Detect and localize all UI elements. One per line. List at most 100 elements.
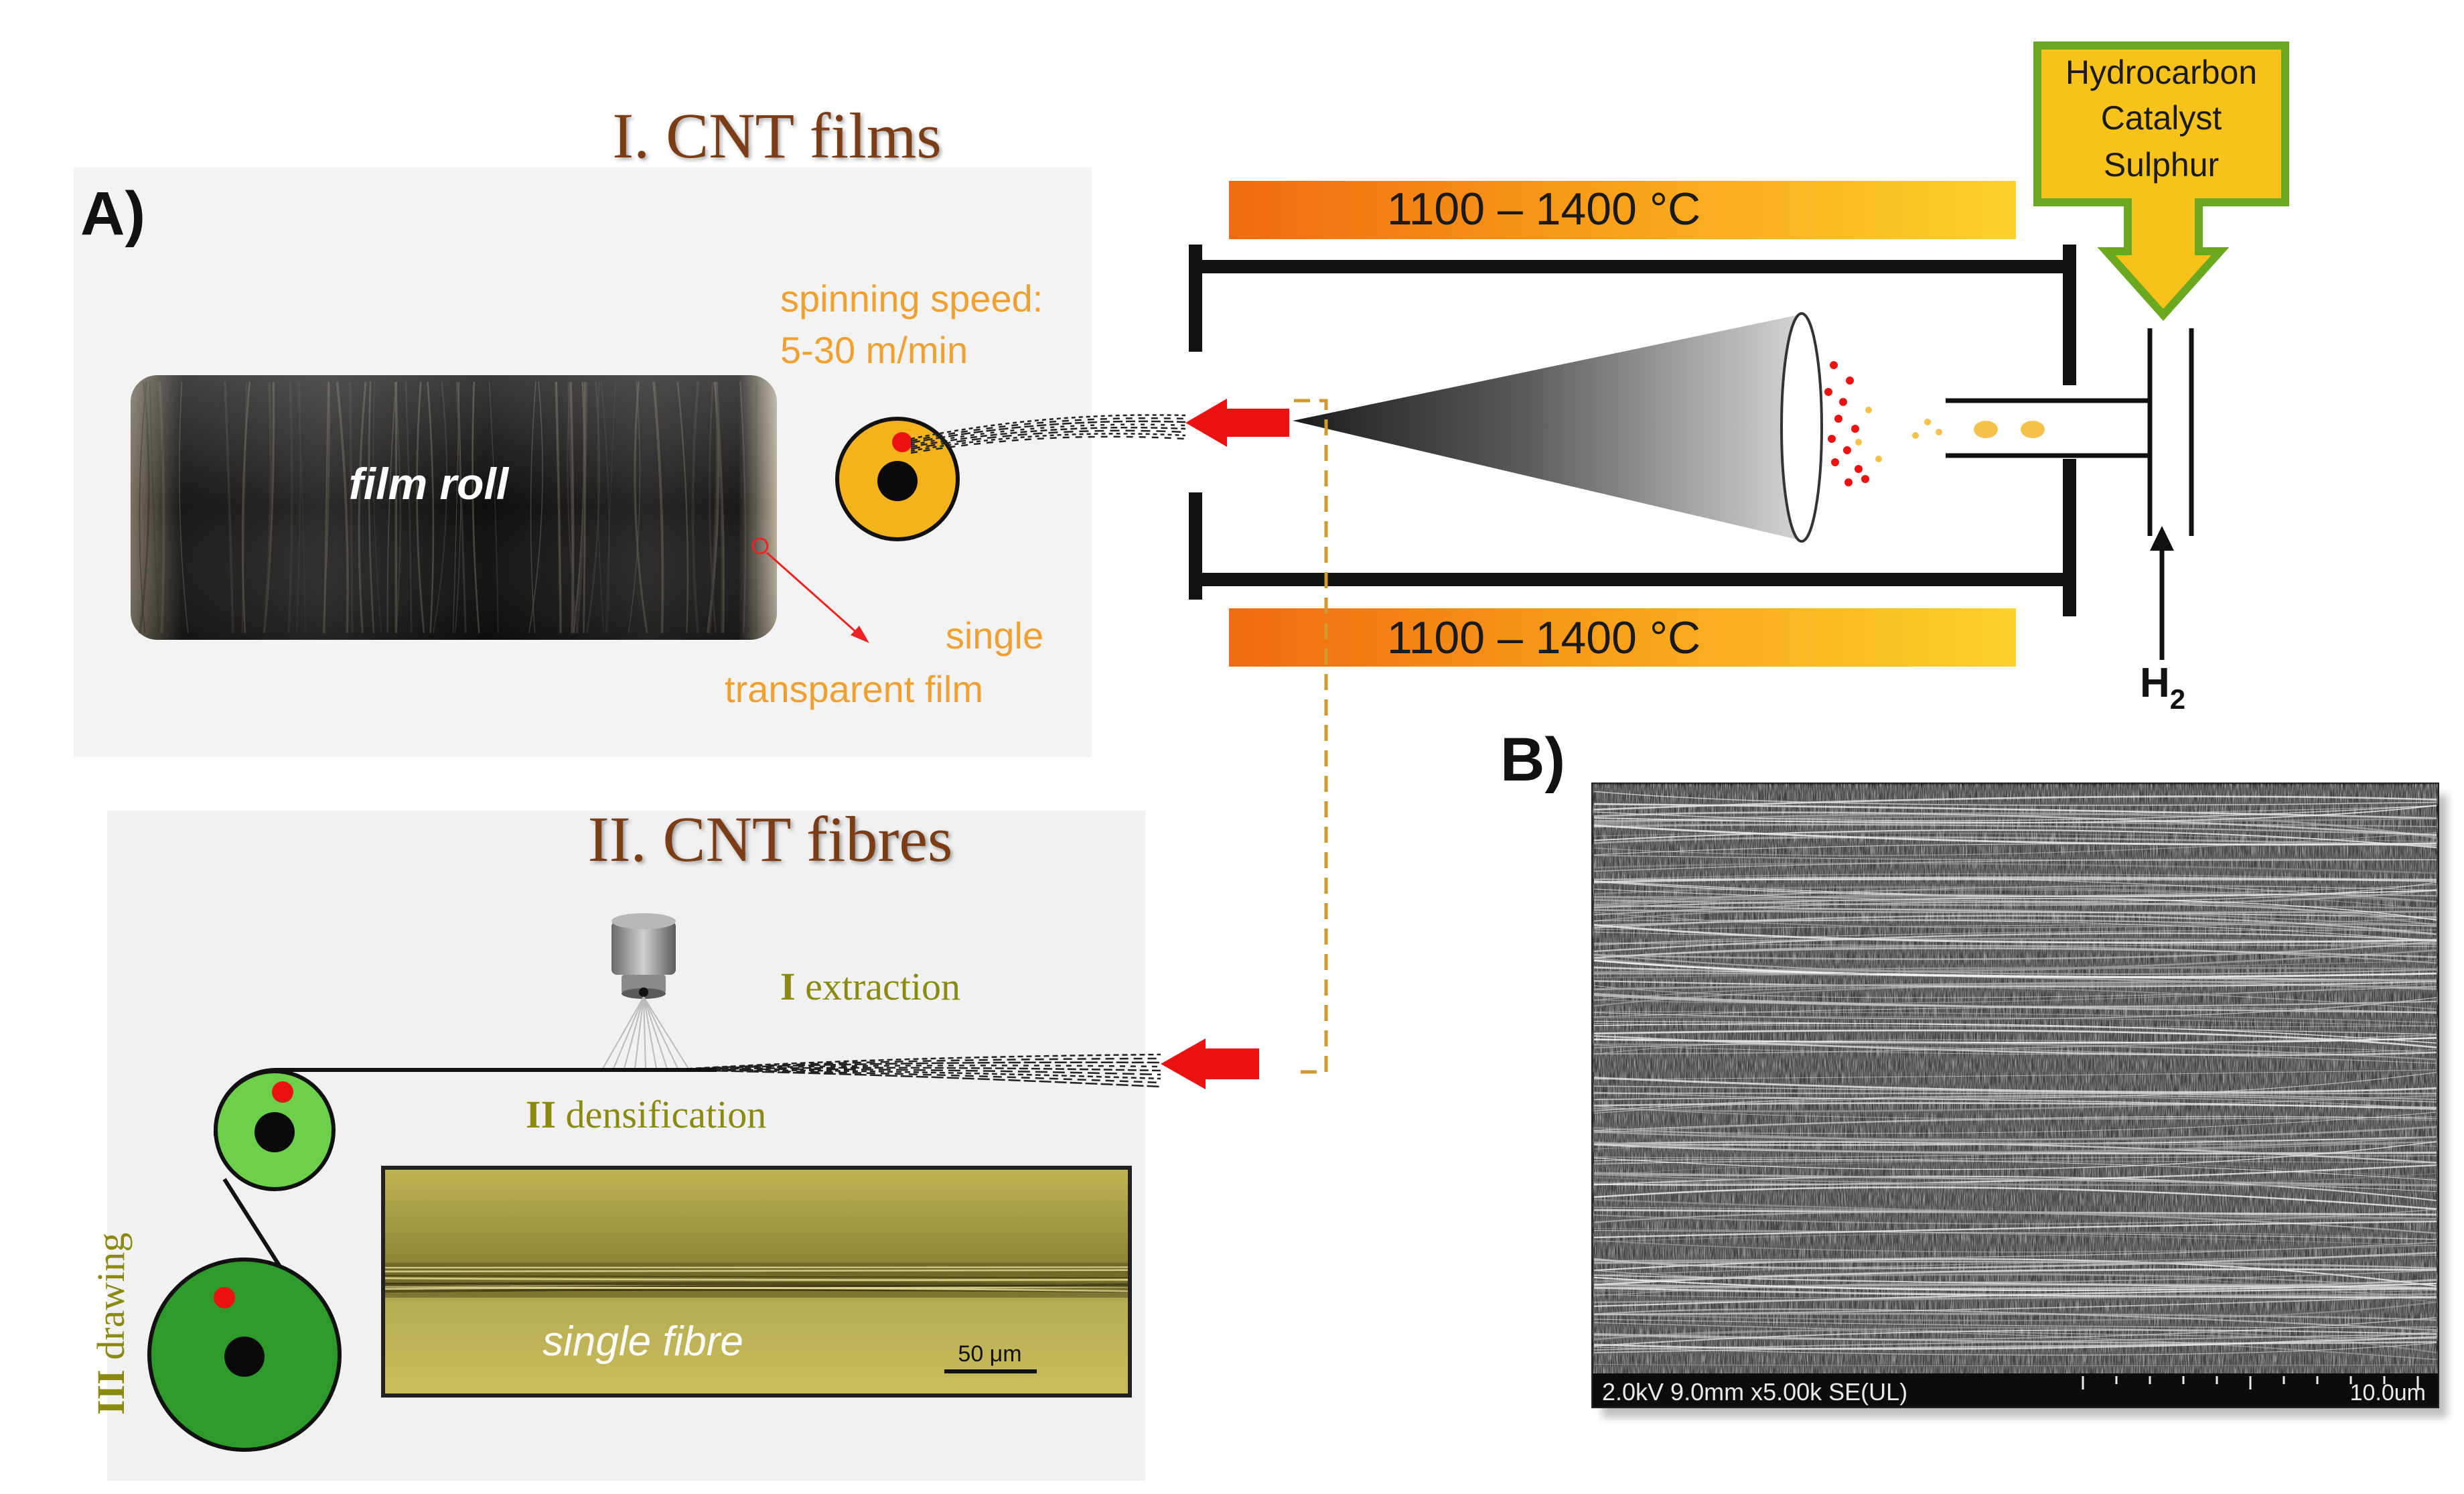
sem-fibre — [1593, 791, 2437, 806]
sem-fibre — [1593, 1161, 2437, 1180]
nozzle-icon — [611, 913, 676, 999]
sem-fibre — [1593, 820, 2437, 827]
sem-fibre — [1593, 994, 2437, 1008]
spray-line — [643, 996, 646, 1069]
fibre-micrograph: single fibre 50 μm — [381, 1166, 1132, 1398]
sem-fibre — [1593, 908, 2437, 927]
sem-fibre — [1593, 873, 2437, 882]
step-drawing: III drawing — [89, 1233, 133, 1415]
sem-fibre — [1593, 1274, 2437, 1291]
fibre-strand — [669, 1057, 1161, 1071]
sem-fibre — [1593, 1293, 2437, 1304]
sem-fibre — [1593, 1141, 2437, 1158]
sem-fibre — [1593, 1230, 2437, 1240]
scale-bar-label: 50 μm — [958, 1341, 1021, 1367]
sem-fibre — [1593, 1105, 2437, 1119]
fibres-title: II. CNT fibres — [588, 803, 953, 875]
sem-fibre — [1593, 985, 2437, 998]
sem-fibre — [1593, 959, 2437, 978]
sem-fibre — [1593, 1288, 2437, 1307]
sem-fibre — [1593, 1111, 2437, 1134]
sem-scale-label: 10.0um — [2350, 1380, 2426, 1406]
sem-fibre — [1593, 1282, 2437, 1287]
sem-fibre — [1593, 1274, 2437, 1289]
sem-info-bar: 2.0kV 9.0mm x5.00k SE(UL) — [1602, 1378, 1907, 1406]
catalyst-particle — [1936, 429, 1942, 435]
fibre-strands — [669, 1053, 1161, 1088]
catalyst-particle — [1846, 377, 1854, 385]
sem-fibre — [1593, 1342, 2437, 1356]
sem-fibre — [1593, 1016, 2437, 1027]
feed-box: Hydrocarbon Catalyst Sulphur — [2033, 42, 2289, 321]
fibre-line — [384, 1287, 1129, 1292]
fibre-strand — [669, 1053, 1161, 1071]
feed-hydrocarbon: Hydrocarbon — [2066, 54, 2257, 91]
sem-fibre — [1593, 932, 2437, 953]
film-strand — [910, 429, 1186, 450]
sem-fibre — [1593, 1186, 2437, 1210]
spinning-speed-line2: 5-30 m/min — [780, 329, 968, 371]
spray-line — [643, 996, 678, 1069]
sem-fibre — [1593, 1221, 2437, 1239]
sem-fibre — [1593, 862, 2437, 874]
fibre-line — [384, 1275, 1129, 1279]
temp-bottom-label: 1100 – 1400 °C — [1387, 612, 1700, 663]
fibre-line — [384, 1282, 1129, 1286]
sem-fibre — [1593, 1251, 2437, 1270]
sem-fibre — [1593, 824, 2437, 846]
sem-fibre — [1593, 1023, 2437, 1028]
sem-fibre — [1593, 986, 2437, 1010]
spinning-speed-line1: spinning speed: — [780, 277, 1043, 320]
heater-top: 1100 – 1400 °C — [1229, 181, 2016, 239]
catalyst-particle — [1924, 419, 1931, 425]
sem-fibre — [1593, 1336, 2437, 1350]
sem-fibre — [1593, 1318, 2437, 1329]
catalyst-particle — [1855, 465, 1863, 473]
sem-fibre — [1593, 1039, 2437, 1055]
densification-spool-icon — [214, 1069, 336, 1191]
feed-catalyst: Catalyst — [2101, 99, 2222, 137]
sem-fibre — [1593, 1364, 2437, 1366]
catalyst-particle — [1839, 398, 1847, 406]
film-roll-photo: film roll — [131, 375, 777, 640]
sem-fibre — [1593, 1172, 2437, 1186]
injector-tube — [1946, 328, 2194, 536]
single-fibre-label: single fibre — [542, 1318, 743, 1365]
sem-fibre — [1593, 1241, 2437, 1262]
sem-fibre — [1593, 1115, 2437, 1132]
sem-fibre — [1593, 811, 2437, 837]
sem-fibre — [1593, 858, 2437, 872]
sem-fibre — [1593, 1260, 2437, 1270]
sem-fibre — [1593, 829, 2437, 849]
sem-fibre — [1593, 919, 2437, 935]
sem-fibre — [1593, 1172, 2437, 1186]
catalyst-particle — [1912, 432, 1919, 439]
sem-fibre — [1593, 1023, 2437, 1044]
sem-fibre — [1593, 1159, 2437, 1181]
sem-fibre — [1593, 1029, 2437, 1048]
film-pointer-line — [766, 551, 858, 634]
single-film-line2: transparent film — [725, 668, 983, 710]
catalyst-particle — [1861, 475, 1869, 483]
sem-fibre — [1593, 1329, 2437, 1347]
sem-fibre — [1593, 803, 2437, 819]
panel-b-label: B) — [1500, 726, 1565, 794]
spray-line — [634, 996, 644, 1069]
sem-fibre — [1593, 1034, 2437, 1055]
sem-fibre — [1593, 882, 2437, 902]
sem-fibre — [1593, 1092, 2437, 1095]
fibre-strand — [669, 1061, 1161, 1071]
fibre-strand — [669, 1069, 1161, 1084]
sem-fibre — [1593, 1209, 2437, 1225]
sem-fibres — [1593, 791, 2437, 1366]
sem-scale-ticks — [2082, 1376, 2419, 1389]
film-exit-arrow-left-icon — [1185, 399, 1289, 447]
spray-line — [613, 996, 644, 1069]
sem-fibre — [1593, 805, 2437, 821]
film-strand — [910, 420, 1186, 444]
sem-fibre — [1593, 1141, 2437, 1170]
films-title: I. CNT films — [612, 100, 942, 172]
film-strand — [910, 414, 1186, 440]
sem-fibre — [1593, 795, 2437, 811]
